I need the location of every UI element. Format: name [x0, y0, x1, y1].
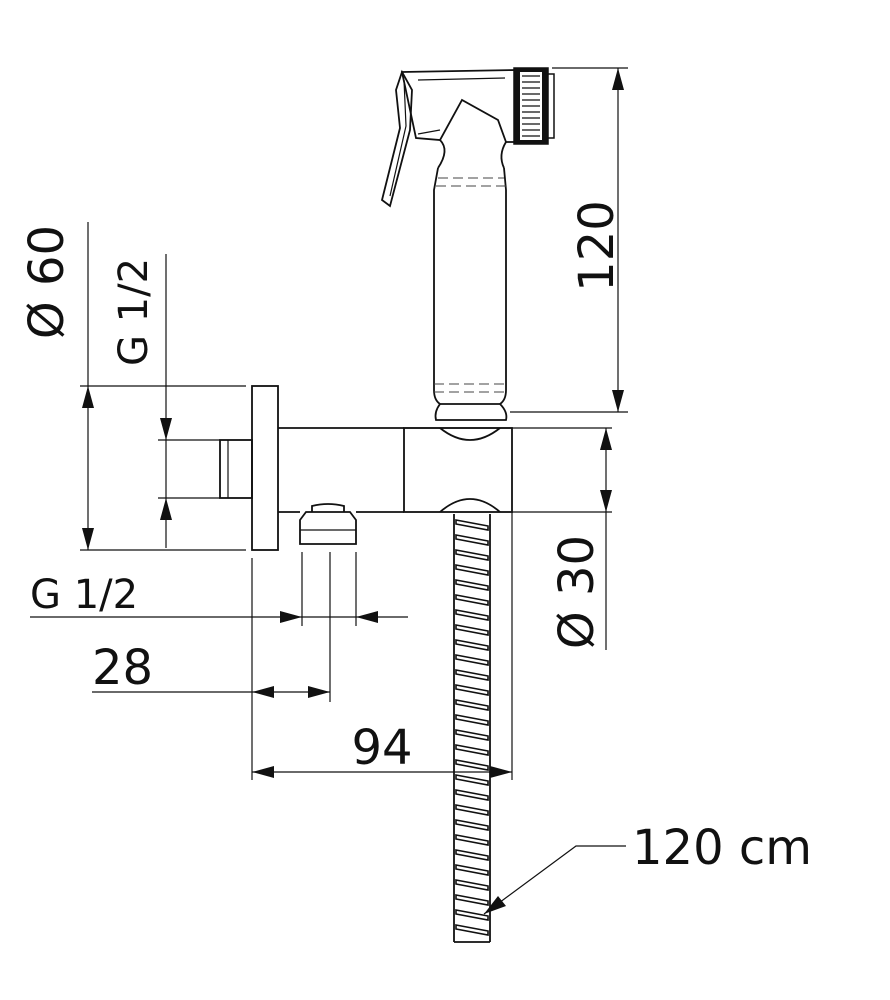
hose-coil — [455, 594, 489, 606]
hose-coil — [455, 669, 489, 681]
hose-coil — [455, 744, 489, 756]
hose — [453, 514, 491, 943]
hose-coil — [455, 759, 489, 771]
label-projection: 94 — [351, 720, 412, 776]
hose-coil — [455, 579, 489, 591]
dim-thread-outlet: G 1/2 — [30, 552, 408, 626]
dim-height-120: 120 — [510, 67, 628, 413]
hose-coil — [455, 609, 489, 621]
hose-coil — [455, 849, 489, 861]
hand-shower — [380, 67, 555, 441]
dim-thread-inlet: G 1/2 — [111, 254, 220, 548]
label-offset: 28 — [92, 640, 153, 696]
label-flange-diameter: Ø 60 — [19, 225, 75, 339]
hose-coil — [455, 699, 489, 711]
hose-coil — [455, 819, 489, 831]
dim-diameter-60: Ø 60 — [19, 222, 246, 551]
hose-coil — [455, 654, 489, 666]
label-hose-length: 120 cm — [632, 820, 812, 876]
label-inlet-thread: G 1/2 — [111, 258, 157, 366]
dim-projection-94: 94 — [251, 512, 513, 780]
hose-coil — [455, 894, 489, 906]
hose-coil — [455, 834, 489, 846]
dim-offset-28: 28 — [92, 552, 331, 702]
hose-coil — [455, 564, 489, 576]
hose-coil — [455, 624, 489, 636]
hose-coil — [455, 774, 489, 786]
hose-coil — [455, 639, 489, 651]
hose-coil — [455, 909, 489, 921]
hose-coil — [455, 789, 489, 801]
label-height: 120 — [569, 200, 625, 292]
hose-coil — [455, 879, 489, 891]
hose-coil — [455, 804, 489, 816]
hose-coil — [455, 924, 489, 936]
hose-coil — [455, 534, 489, 546]
nozzle-ring — [513, 67, 555, 145]
hose-coil — [455, 729, 489, 741]
label-holder-diameter: Ø 30 — [549, 535, 605, 649]
hose-coil — [455, 714, 489, 726]
holder-body — [219, 385, 513, 551]
label-outlet-thread: G 1/2 — [30, 572, 138, 618]
hose-coil — [455, 864, 489, 876]
hose-coil — [455, 519, 489, 531]
leader-hose-length: 120 cm — [483, 820, 812, 915]
hose-coil — [455, 684, 489, 696]
hose-coil — [455, 549, 489, 561]
dim-diameter-30: Ø 30 — [512, 427, 612, 650]
